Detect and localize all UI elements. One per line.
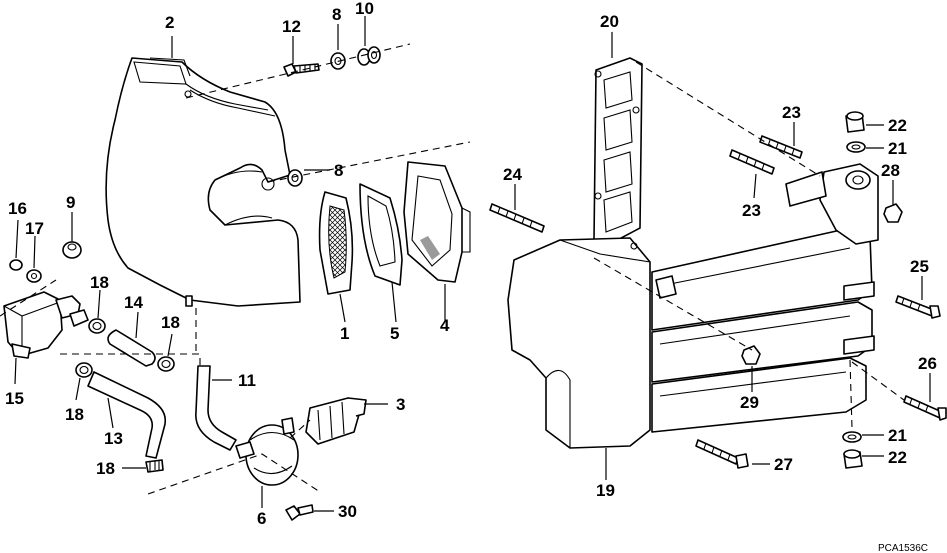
label-12: 12: [282, 17, 301, 36]
label-28: 28: [881, 161, 900, 180]
label-1: 1: [340, 324, 349, 343]
washer-21-upper: [846, 141, 866, 153]
stud-24: [489, 203, 545, 233]
label-14: 14: [124, 293, 143, 312]
label-29: 29: [740, 393, 759, 412]
label-8-top: 8: [332, 5, 341, 24]
valve-15: [3, 291, 89, 359]
filter-6: [235, 417, 299, 486]
callout-labels: 2 12 8 10 8 1 5 4 3 6 30 11 14 18 18 9 1…: [5, 0, 937, 528]
nut-28: [883, 203, 903, 223]
assembly-line-top: [185, 43, 411, 99]
drawing-code: PCA1536C: [878, 543, 928, 553]
plug-22-lower: [843, 449, 863, 469]
label-26: 26: [918, 354, 937, 373]
label-22-upper: 22: [888, 116, 907, 135]
label-8-side: 8: [334, 161, 343, 180]
label-13: 13: [104, 429, 123, 448]
leader-lines: [14, 16, 931, 512]
label-22-lower: 22: [888, 448, 907, 467]
hose-14: [107, 329, 156, 367]
label-5: 5: [390, 324, 399, 343]
clamp-18-c: [75, 362, 93, 378]
silencer-screen: [318, 191, 354, 295]
label-6: 6: [257, 509, 266, 528]
label-18-d: 18: [96, 459, 115, 478]
label-23-upper: 23: [782, 103, 801, 122]
bolt-26: [903, 395, 947, 421]
gasket-5: [359, 183, 403, 286]
manifold-gasket: [593, 57, 643, 247]
clamp-18-d: [145, 459, 164, 473]
label-21-lower: 21: [888, 426, 907, 445]
label-2: 2: [165, 13, 174, 32]
assembly-line-mid: [267, 141, 471, 183]
assembly-line-gasket: [635, 61, 821, 177]
plug-22-upper: [845, 111, 865, 133]
label-17: 17: [25, 219, 44, 238]
clamp-18-a: [88, 318, 106, 334]
assembly-line-bottom: [147, 453, 321, 495]
label-9: 9: [66, 193, 75, 212]
label-23-lower: 23: [742, 201, 761, 220]
label-3: 3: [396, 395, 405, 414]
label-18-c: 18: [65, 405, 84, 424]
label-24: 24: [503, 165, 522, 184]
label-10: 10: [355, 0, 374, 18]
washer-21-lower: [842, 431, 862, 443]
label-16: 16: [8, 199, 27, 218]
silencer-cover: [105, 57, 301, 307]
fitting-3: [305, 397, 367, 445]
clamp-18-b: [157, 356, 175, 372]
bolt-25: [895, 295, 941, 319]
bolt-27: [695, 439, 749, 469]
bolt-12: [283, 63, 320, 77]
adapter-4: [403, 161, 471, 283]
stud-23-lower: [729, 149, 775, 175]
label-30: 30: [338, 502, 357, 521]
label-21-upper: 21: [888, 139, 907, 158]
washer-17: [26, 269, 42, 283]
screw-30: [285, 504, 314, 521]
label-11: 11: [238, 371, 256, 390]
assembly-line-manifold: [593, 257, 753, 351]
collar-10: [357, 46, 381, 66]
grommet-8-side: [287, 169, 303, 187]
label-18-b: 18: [161, 313, 180, 332]
label-25: 25: [910, 257, 929, 276]
label-4: 4: [440, 316, 450, 335]
nut-29: [741, 345, 761, 365]
grommet-9: [62, 241, 82, 259]
label-15: 15: [5, 389, 24, 408]
label-18-a: 18: [90, 273, 109, 292]
label-27: 27: [774, 455, 793, 474]
intake-manifold: [507, 163, 879, 449]
nut-16: [9, 259, 23, 271]
stud-23-upper: [759, 135, 803, 159]
assembly-line-hoses: [60, 353, 201, 366]
label-19: 19: [596, 481, 615, 500]
hose-11: [195, 365, 237, 451]
hose-13: [87, 371, 167, 459]
label-20: 20: [600, 12, 619, 31]
